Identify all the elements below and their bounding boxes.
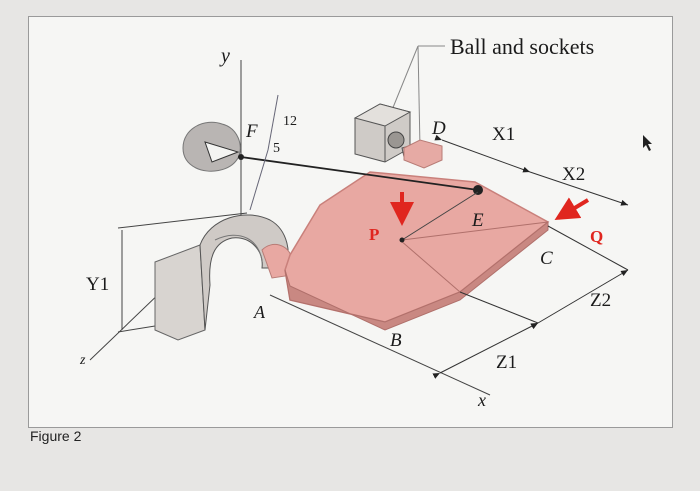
hinge-a	[154, 214, 293, 341]
plate	[284, 171, 550, 331]
callout-leaders	[391, 45, 445, 149]
dim-x1-label: X1	[492, 124, 515, 145]
plate-line-2	[399, 239, 461, 293]
load-p	[390, 192, 414, 243]
point-a-label: A	[253, 302, 266, 322]
plate-line-1	[401, 221, 549, 241]
point-c-label: C	[540, 248, 553, 269]
callout-label: Ball and sockets	[450, 34, 594, 59]
load-q-label: Q	[590, 227, 603, 246]
point-d-label: D	[431, 118, 446, 139]
point-f-ball	[238, 154, 244, 160]
point-e-ball	[473, 185, 483, 195]
dim-x2-label: X2	[562, 164, 585, 185]
cable-fe	[240, 156, 479, 191]
slope-run-label: 5	[273, 141, 280, 156]
load-q	[554, 197, 590, 221]
dim-y1-label: Y1	[86, 274, 109, 295]
socket-d	[353, 103, 443, 169]
point-f-label: F	[245, 121, 258, 142]
p-e-line	[401, 191, 479, 241]
point-e-label: E	[471, 210, 484, 231]
load-p-label: P	[369, 225, 379, 244]
figure-caption: Figure 2	[30, 428, 82, 444]
y1-ext-top	[117, 212, 248, 229]
z-axis-label: z	[79, 353, 86, 368]
x-axis-label: x	[477, 390, 486, 410]
cursor-icon	[643, 135, 652, 151]
socket-f	[182, 121, 241, 172]
y-axis-label: y	[219, 45, 230, 67]
slope-rise-label: 12	[283, 114, 297, 129]
dim-z1-label: Z1	[496, 352, 517, 373]
dimension-lines	[432, 134, 629, 379]
point-b-label: B	[390, 330, 402, 351]
slope-indicator	[249, 94, 279, 211]
dim-z2-label: Z2	[590, 290, 611, 311]
